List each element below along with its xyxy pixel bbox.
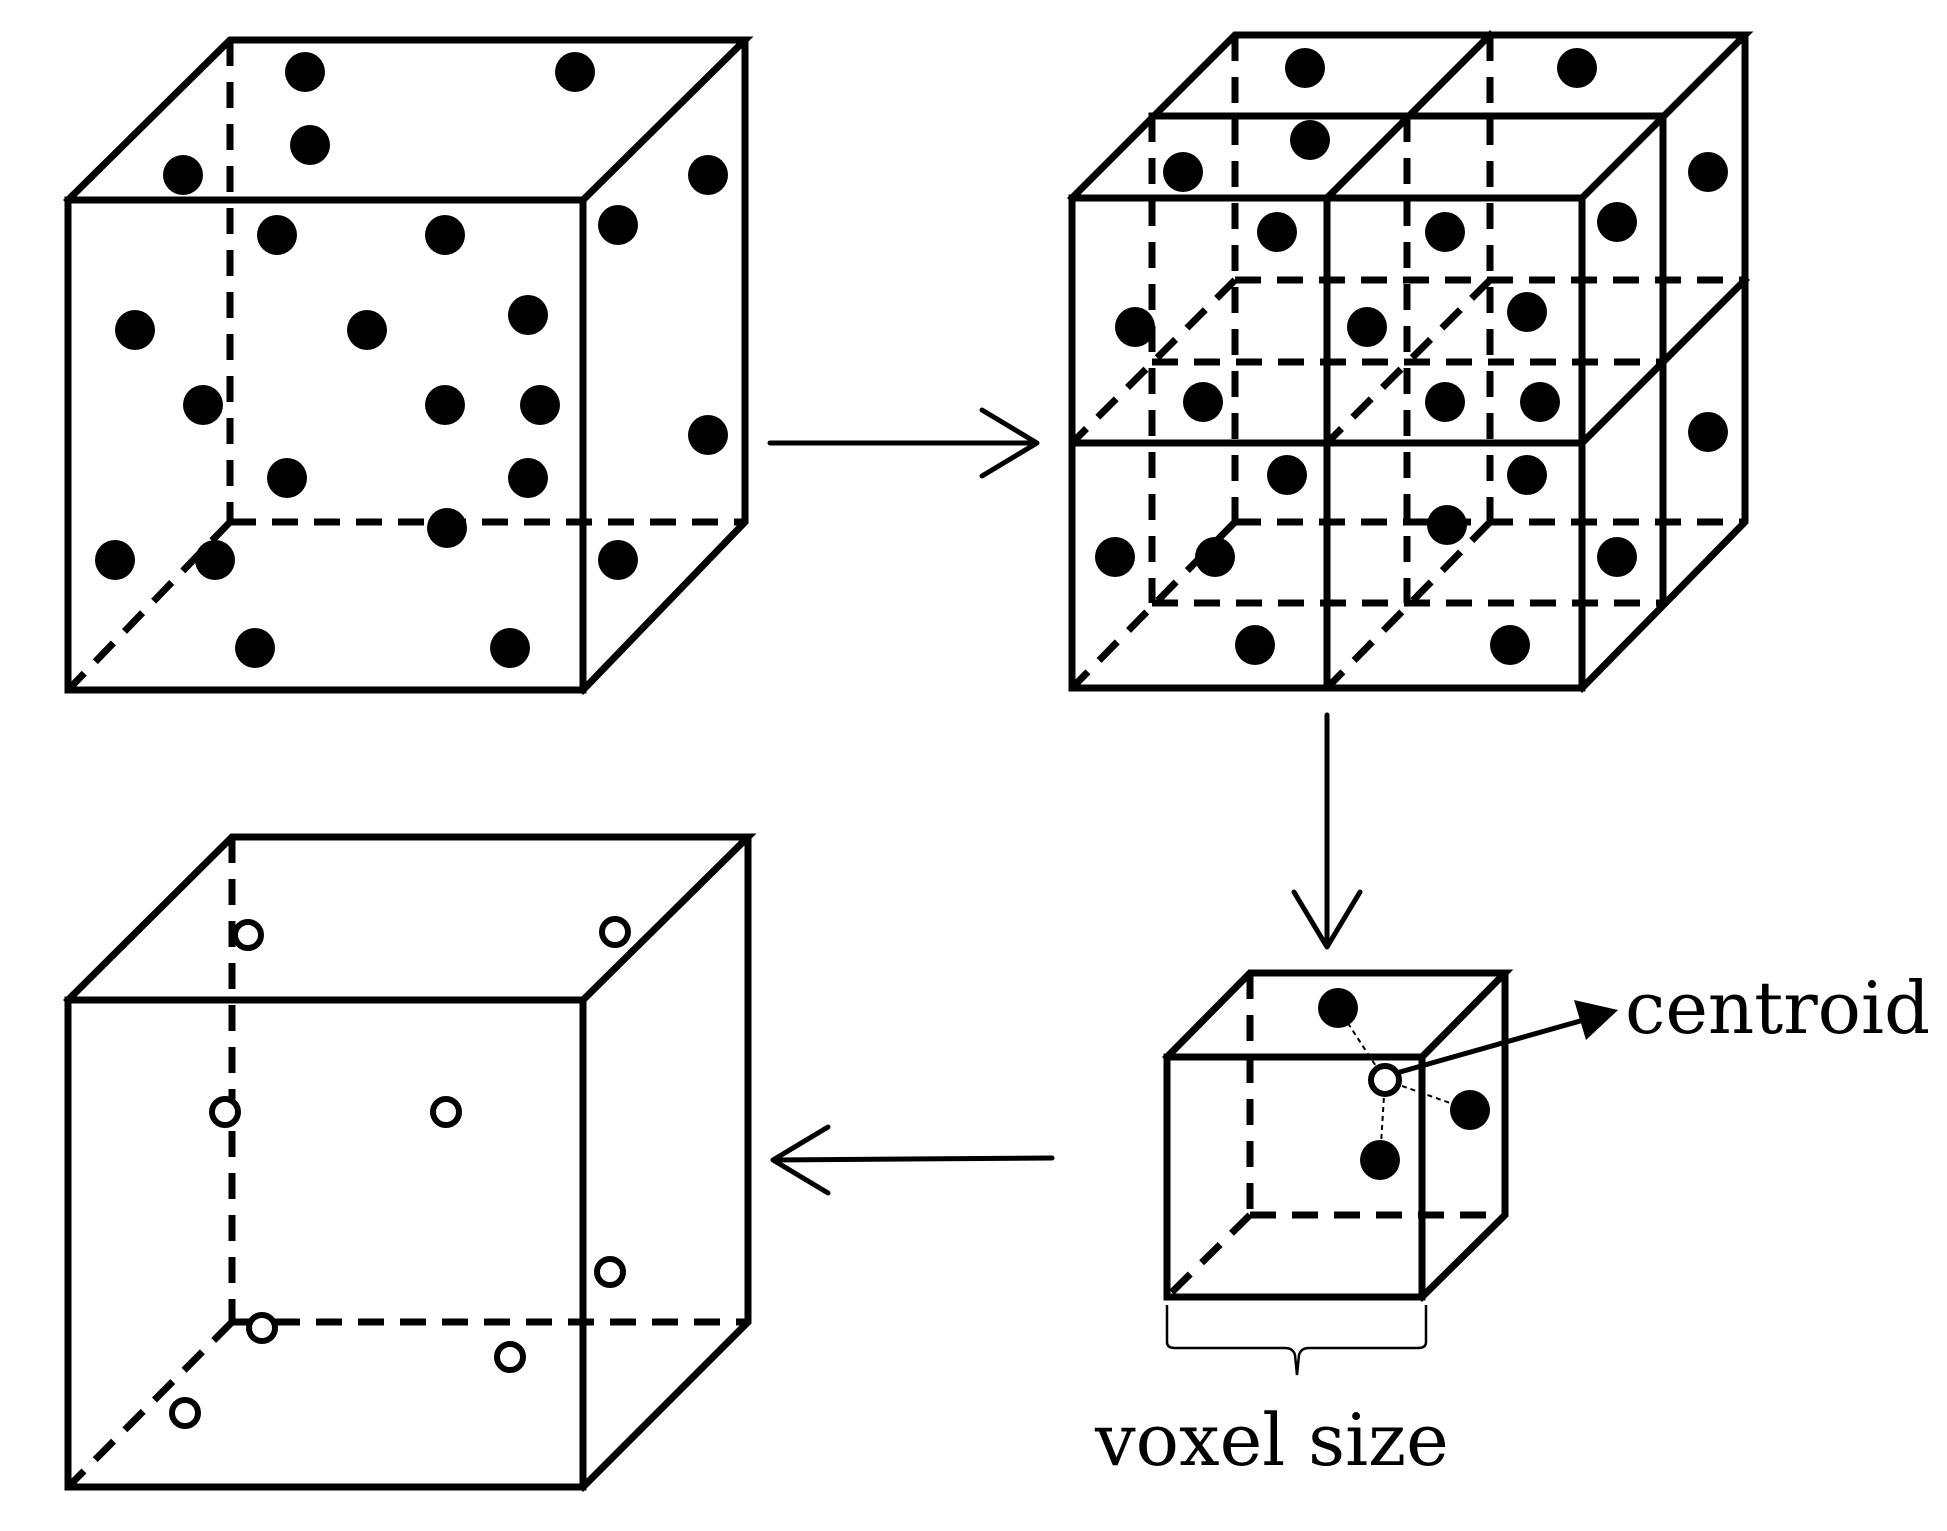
voxel-size-brace — [1165, 1305, 1428, 1376]
grid-visible-lines — [1067, 30, 1754, 693]
arrow-right-icon — [767, 407, 1040, 479]
grid-points — [1095, 48, 1728, 665]
voxel-grid-cube — [1067, 30, 1754, 693]
arrow-left-icon — [770, 1124, 1055, 1196]
cube-hidden-edges — [65, 40, 745, 693]
centroid-points — [169, 916, 631, 1429]
single-voxel-cube: centroid voxel size — [1094, 966, 1930, 1482]
centroid-pointer-arrow — [1397, 1000, 1618, 1075]
original-point-cloud-cube — [63, 36, 754, 695]
downsampled-cloud-cube — [63, 833, 757, 1492]
cube-visible-edges — [63, 36, 754, 695]
centroid-label: centroid — [1625, 966, 1930, 1050]
voxel-size-label: voxel size — [1094, 1398, 1449, 1482]
cube-visible-edges — [63, 833, 757, 1492]
centroid-point — [1368, 1063, 1402, 1097]
voxel-points — [1318, 988, 1490, 1180]
voxel-visible-edges — [1162, 969, 1514, 1302]
voxel-hidden-edges — [1164, 973, 1505, 1300]
cube-hidden-edges — [65, 837, 748, 1490]
point-cloud-points — [95, 52, 728, 668]
arrow-down-icon — [1291, 712, 1363, 950]
